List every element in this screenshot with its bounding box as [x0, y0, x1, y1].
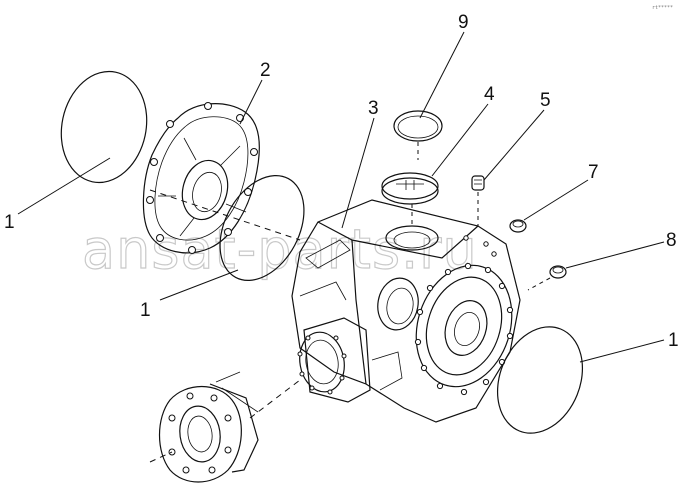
centerline-bottom-left: [149, 451, 173, 463]
leader-9: [419, 31, 465, 119]
leader-8: [565, 241, 665, 269]
callout-7: 7: [588, 162, 599, 183]
leader-1b: [159, 269, 239, 301]
breather-fitting: [471, 175, 485, 226]
gasket-middle: [219, 174, 305, 282]
housing-body: [291, 199, 521, 423]
leader-7: [523, 179, 589, 221]
leader-4: [431, 103, 489, 177]
leader-2: [239, 79, 263, 125]
leader-5: [483, 109, 545, 181]
gasket-right: [496, 326, 584, 434]
snap-ring: [393, 110, 443, 160]
reference-code: rt*****: [652, 5, 673, 11]
centerline-left: [149, 189, 301, 241]
callout-3: 3: [368, 98, 379, 119]
callout-1-middle: 1: [140, 300, 151, 321]
thrust-washer: [381, 172, 439, 224]
gasket-left: [60, 70, 148, 184]
output-flange: [159, 371, 259, 483]
leader-3: [341, 117, 375, 229]
cover-flange: [142, 102, 260, 254]
callout-1-left: 1: [4, 212, 15, 233]
leader-1c: [579, 339, 665, 363]
callout-4: 4: [484, 84, 495, 105]
plug-8: [527, 265, 567, 291]
leader-1a: [17, 157, 111, 215]
centerline-bottom: [249, 379, 301, 419]
plug-7: [509, 219, 527, 233]
callout-5: 5: [540, 90, 551, 111]
callout-9: 9: [458, 12, 469, 33]
callout-1-right: 1: [668, 330, 679, 351]
callout-8: 8: [666, 230, 677, 251]
callout-2: 2: [260, 60, 271, 81]
